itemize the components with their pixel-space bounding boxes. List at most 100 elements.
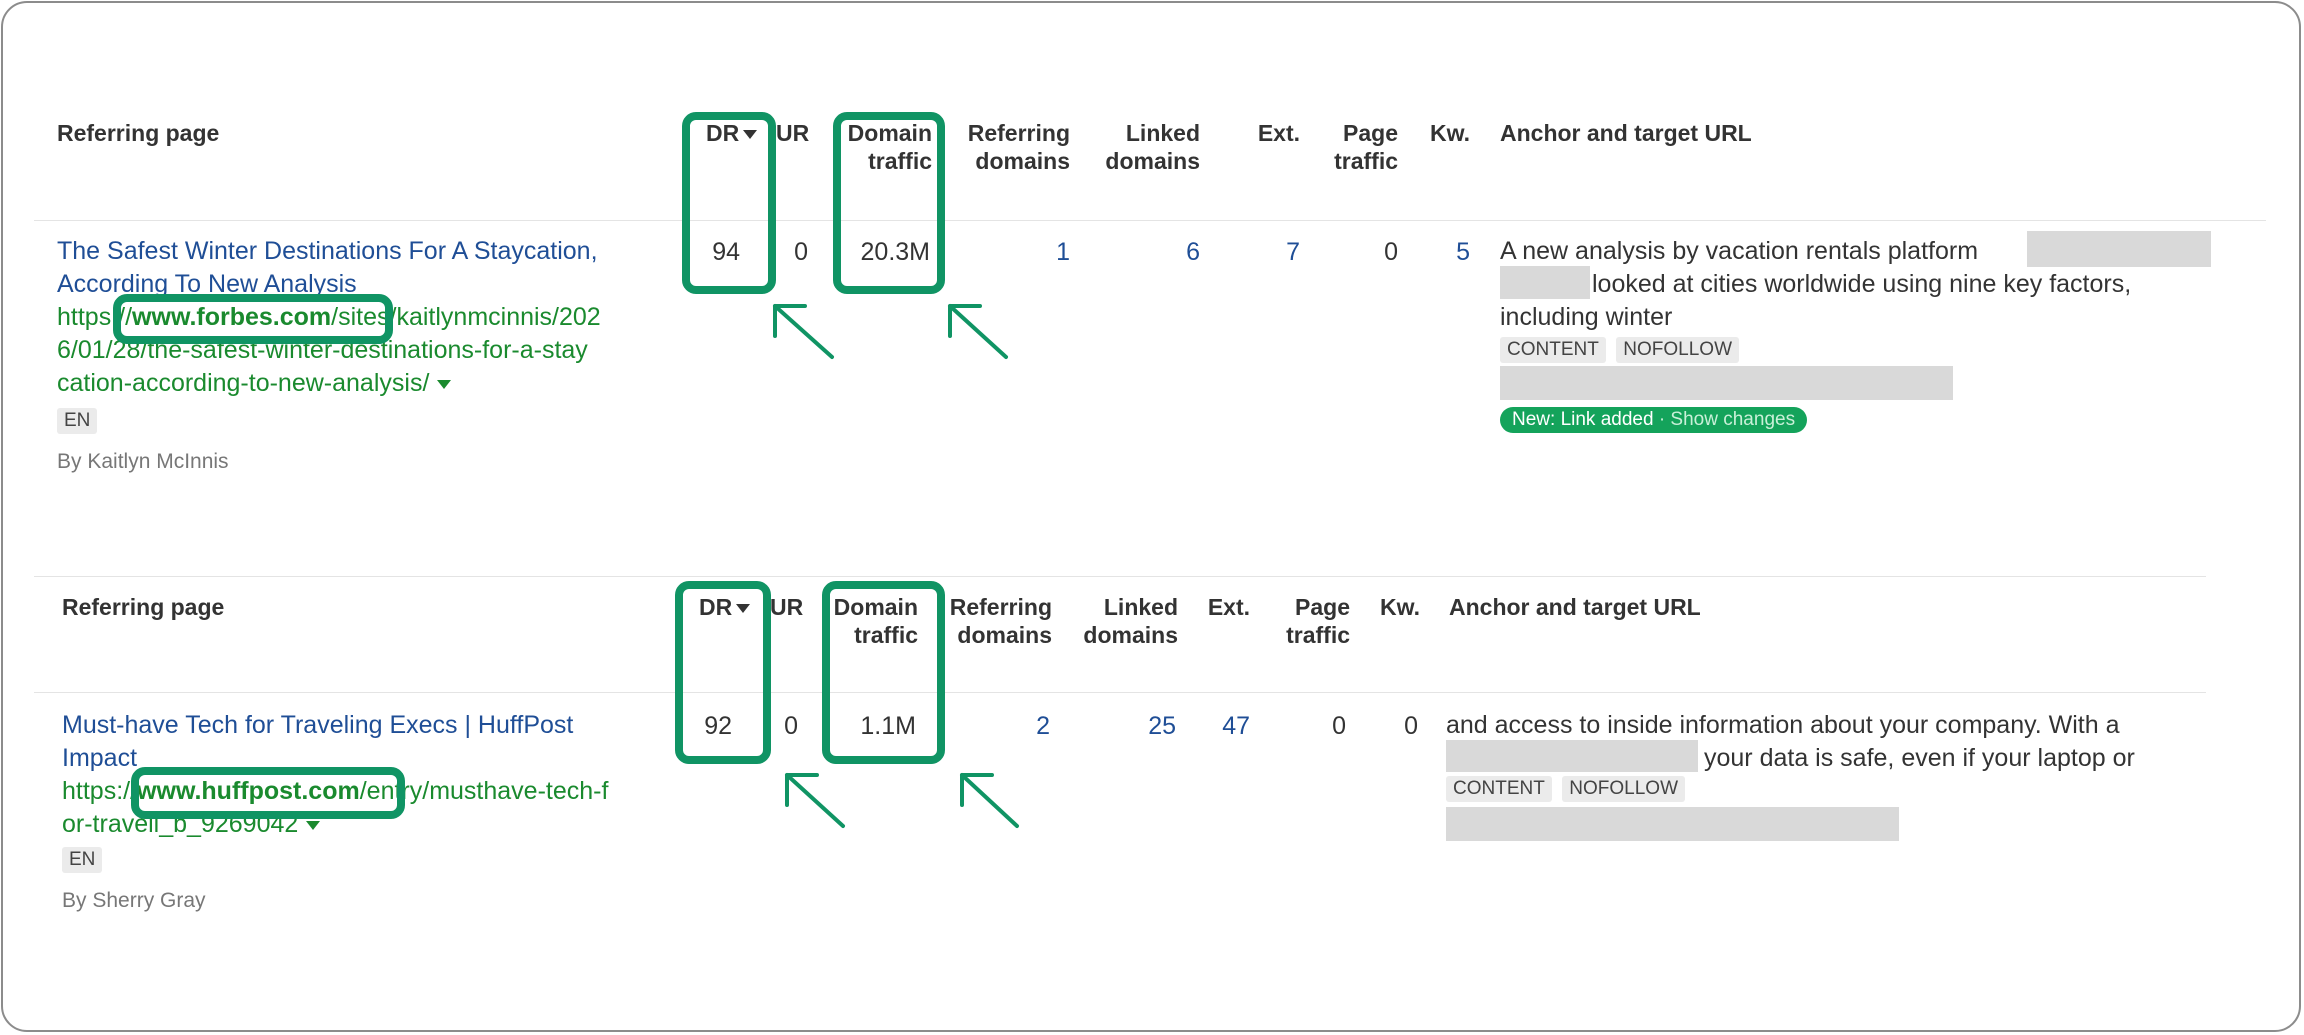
page-traffic-value: 0 bbox=[1332, 712, 1346, 740]
header-divider bbox=[34, 692, 2206, 693]
content-badge: CONTENT bbox=[1446, 776, 1552, 802]
kw-value: 0 bbox=[1404, 712, 1418, 740]
url-dropdown-icon[interactable] bbox=[306, 820, 321, 830]
header-referring-page[interactable]: Referring page bbox=[57, 120, 220, 146]
header-linked-domains-line1: Linked bbox=[1125, 120, 1200, 146]
header-referring-domains[interactable]: Referring domains bbox=[940, 119, 1070, 175]
header-linked-domains[interactable]: Linked domains bbox=[1080, 119, 1200, 175]
title-line-1: Must-have Tech for Traveling Execs | Huf… bbox=[62, 711, 574, 739]
title-line-2: According To New Analysis bbox=[57, 270, 357, 298]
arrow-icon bbox=[773, 304, 834, 359]
author: By Kaitlyn McInnis bbox=[57, 450, 229, 473]
header-ext[interactable]: Ext. bbox=[1207, 594, 1250, 620]
linked-domains-value[interactable]: 6 bbox=[1186, 238, 1200, 266]
anchor-text-line-1: and access to inside information about y… bbox=[1446, 711, 2120, 739]
url-domain: www.forbes.com bbox=[132, 303, 332, 331]
domain-traffic-value: 20.3M bbox=[860, 238, 930, 266]
show-changes-link[interactable]: · Show changes bbox=[1658, 409, 1796, 430]
anchor-text-line-3: including winter bbox=[1500, 303, 1673, 331]
ur-value: 0 bbox=[784, 712, 798, 740]
header-ext[interactable]: Ext. bbox=[1257, 120, 1300, 146]
header-divider bbox=[34, 220, 2266, 221]
url-path-3: cation-according-to-new-analysis/ bbox=[57, 369, 430, 397]
header-referring-domains-line2: domains bbox=[975, 148, 1070, 174]
language-badge: EN bbox=[62, 847, 103, 873]
header-domain-traffic-line1: Domain bbox=[847, 120, 932, 146]
sort-desc-icon bbox=[743, 130, 758, 140]
highlight-box-dr bbox=[675, 581, 771, 764]
referring-domains-value[interactable]: 1 bbox=[1056, 238, 1070, 266]
header-domain-traffic-line1: Domain bbox=[833, 594, 918, 620]
header-dr[interactable]: DR bbox=[699, 593, 751, 621]
highlight-box-dr bbox=[682, 112, 776, 294]
ext-value[interactable]: 47 bbox=[1222, 712, 1250, 740]
header-page-traffic-line1: Page bbox=[1295, 594, 1350, 620]
header-linked-domains-line2: domains bbox=[1105, 148, 1200, 174]
link-attributes: CONTENT NOFOLLOW bbox=[1500, 337, 1740, 363]
header-referring-domains-line1: Referring bbox=[967, 120, 1070, 146]
title-line-1: The Safest Winter Destinations For A Sta… bbox=[57, 237, 598, 265]
kw-value[interactable]: 5 bbox=[1456, 238, 1470, 266]
redacted-target-url bbox=[1500, 366, 1953, 400]
header-domain-traffic-line2: traffic bbox=[868, 148, 932, 174]
header-anchor-target-url[interactable]: Anchor and target URL bbox=[1449, 594, 1701, 620]
header-kw[interactable]: Kw. bbox=[1379, 594, 1420, 620]
header-domain-traffic[interactable]: Domain traffic bbox=[806, 593, 918, 649]
header-linked-domains[interactable]: Linked domains bbox=[1060, 593, 1178, 649]
nofollow-badge: NOFOLLOW bbox=[1562, 776, 1686, 802]
highlight-box-domain-traffic bbox=[822, 581, 945, 764]
header-page-traffic[interactable]: Page traffic bbox=[1260, 593, 1350, 649]
header-referring-domains[interactable]: Referring domains bbox=[922, 593, 1052, 649]
header-domain-traffic-line2: traffic bbox=[854, 622, 918, 648]
ur-value: 0 bbox=[794, 238, 808, 266]
header-linked-domains-line2: domains bbox=[1083, 622, 1178, 648]
redacted-block bbox=[1446, 740, 1698, 772]
language-badge: EN bbox=[57, 408, 98, 434]
header-referring-domains-line2: domains bbox=[957, 622, 1052, 648]
url-domain: www.huffpost.com bbox=[137, 777, 360, 805]
sort-desc-icon bbox=[736, 604, 751, 614]
anchor-text-line-2: your data is safe, even if your laptop o… bbox=[1704, 744, 2135, 772]
referring-domains-value[interactable]: 2 bbox=[1036, 712, 1050, 740]
content-badge: CONTENT bbox=[1500, 337, 1606, 363]
link-attributes: CONTENT NOFOLLOW bbox=[1446, 776, 1686, 802]
ext-value[interactable]: 7 bbox=[1286, 238, 1300, 266]
dr-value: 92 bbox=[704, 712, 732, 740]
referring-page-title[interactable]: The Safest Winter Destinations For A Sta… bbox=[57, 235, 677, 301]
header-domain-traffic[interactable]: Domain traffic bbox=[820, 119, 932, 175]
linked-domains-value[interactable]: 25 bbox=[1148, 712, 1176, 740]
header-dr-label: DR bbox=[706, 120, 740, 146]
dr-value: 94 bbox=[712, 238, 740, 266]
redacted-block bbox=[2027, 231, 2211, 267]
header-page-traffic-line2: traffic bbox=[1334, 148, 1398, 174]
header-page-traffic[interactable]: Page traffic bbox=[1310, 119, 1398, 175]
header-linked-domains-line1: Linked bbox=[1103, 594, 1178, 620]
anchor-text-line-2: looked at cities worldwide using nine ke… bbox=[1592, 270, 2132, 298]
new-link-badge[interactable]: New: Link added · Show changes bbox=[1500, 407, 1808, 433]
new-link-label: New: Link added bbox=[1512, 409, 1654, 430]
header-page-traffic-line1: Page bbox=[1343, 120, 1398, 146]
url-dropdown-icon[interactable] bbox=[437, 379, 452, 389]
referring-page-title[interactable]: Must-have Tech for Traveling Execs | Huf… bbox=[62, 709, 672, 775]
section-divider bbox=[34, 576, 2206, 577]
header-referring-domains-line1: Referring bbox=[949, 594, 1052, 620]
header-dr[interactable]: DR bbox=[706, 119, 758, 147]
redacted-target-url bbox=[1446, 807, 1899, 841]
arrow-icon bbox=[960, 773, 1019, 828]
header-kw[interactable]: Kw. bbox=[1429, 120, 1470, 146]
header-referring-page[interactable]: Referring page bbox=[62, 594, 225, 620]
header-ur[interactable]: UR bbox=[770, 594, 804, 620]
url-path-1: /sites/kaitlynmcinnis/202 bbox=[331, 303, 601, 331]
header-ur[interactable]: UR bbox=[776, 120, 810, 146]
highlight-box-domain-traffic bbox=[833, 112, 945, 294]
arrow-icon bbox=[948, 304, 1008, 359]
anchor-text-line-1: A new analysis by vacation rentals platf… bbox=[1500, 237, 1979, 265]
header-dr-label: DR bbox=[699, 594, 733, 620]
redacted-block bbox=[1500, 266, 1590, 299]
table-row: Must-have Tech for Traveling Execs | Huf… bbox=[62, 709, 672, 913]
page-traffic-value: 0 bbox=[1384, 238, 1398, 266]
header-anchor-target-url[interactable]: Anchor and target URL bbox=[1500, 120, 1752, 146]
nofollow-badge: NOFOLLOW bbox=[1616, 337, 1740, 363]
